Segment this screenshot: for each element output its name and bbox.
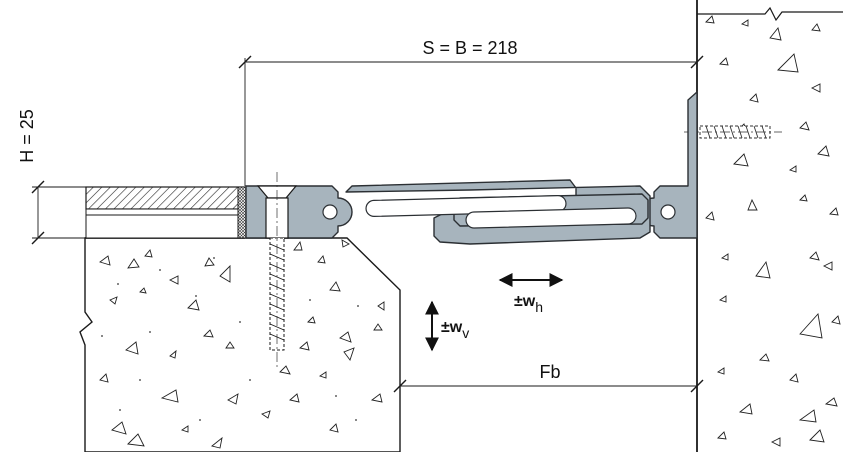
concrete-speckle-left <box>101 257 359 421</box>
height-dimension <box>31 180 86 245</box>
concrete-aggregate-left <box>99 239 385 449</box>
wall-anchor <box>684 125 782 139</box>
left-floor-buildup <box>85 186 249 239</box>
joint-width-label: Fb <box>539 362 560 382</box>
height-label: H = 25 <box>17 109 37 163</box>
concrete-aggregate-right <box>705 15 841 447</box>
span-dimension <box>238 55 704 186</box>
joint-width-dimension <box>393 379 704 393</box>
anchor-screw <box>256 172 298 368</box>
left-concrete-slab <box>79 237 401 452</box>
span-label: S = B = 218 <box>422 38 517 58</box>
profile-slots <box>322 194 676 229</box>
vertical-movement-label: ±wv <box>441 319 469 341</box>
right-concrete-wall <box>696 0 843 452</box>
horizontal-movement-label: ±wh <box>514 293 543 315</box>
